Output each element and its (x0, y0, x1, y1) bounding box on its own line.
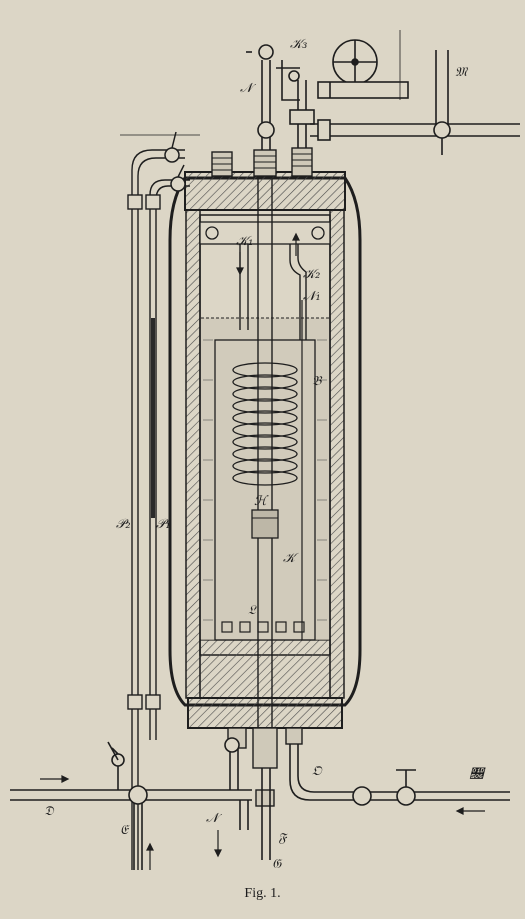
label-n1: 𝒩₁ (303, 289, 321, 304)
label-b: 𝔅 (312, 374, 323, 389)
label-k2: 𝒦₂ (303, 267, 320, 282)
label-e: 𝔈 (120, 823, 130, 838)
left-wall (185, 209, 201, 699)
header-bar (199, 221, 331, 245)
gauge-glass-p1 (151, 318, 155, 518)
label-h: ℋ (254, 494, 269, 509)
label-p1: 𝒫₁ (156, 517, 171, 532)
top-valves (246, 44, 315, 150)
label-l: 𝔏 (248, 603, 257, 618)
left-pipes (127, 149, 190, 870)
label-n-bottom: 𝒩 (206, 811, 223, 826)
label-o: 𝔒 (312, 764, 323, 779)
l-elements (221, 621, 305, 633)
bottom-fittings (227, 727, 303, 807)
central-tubes (239, 150, 307, 760)
liquid-bath (201, 318, 329, 640)
inner-cylinder (214, 339, 316, 641)
top-lid (184, 171, 346, 211)
reference-lines (120, 30, 401, 136)
bottom-pipes (10, 737, 510, 870)
label-g: 𝔊 (272, 857, 283, 872)
pump-motor (317, 39, 409, 99)
label-p2: 𝒫₂ (116, 517, 131, 532)
label-m: 𝔐 (455, 65, 469, 80)
label-f: 𝔉 (278, 831, 288, 846)
bottom-plate (199, 639, 331, 699)
flow-arrows (40, 232, 485, 870)
right-wall (329, 209, 345, 699)
label-n-top: 𝒩 (240, 81, 257, 96)
top-left-valves (164, 131, 186, 192)
cooling-coil (232, 362, 298, 486)
coupling-block (251, 509, 279, 539)
label-k: 𝒦 (283, 551, 299, 566)
bottom-lid (187, 697, 343, 729)
label-d: 𝔇 (44, 804, 55, 819)
label-c: 𝔆 (469, 767, 486, 782)
label-k3: 𝒦₃ (290, 37, 307, 52)
label-k1: 𝒦₁ (236, 234, 253, 249)
right-pipe (310, 50, 520, 155)
outer-jacket (168, 176, 362, 707)
figure-caption: Fig. 1. (244, 886, 281, 901)
